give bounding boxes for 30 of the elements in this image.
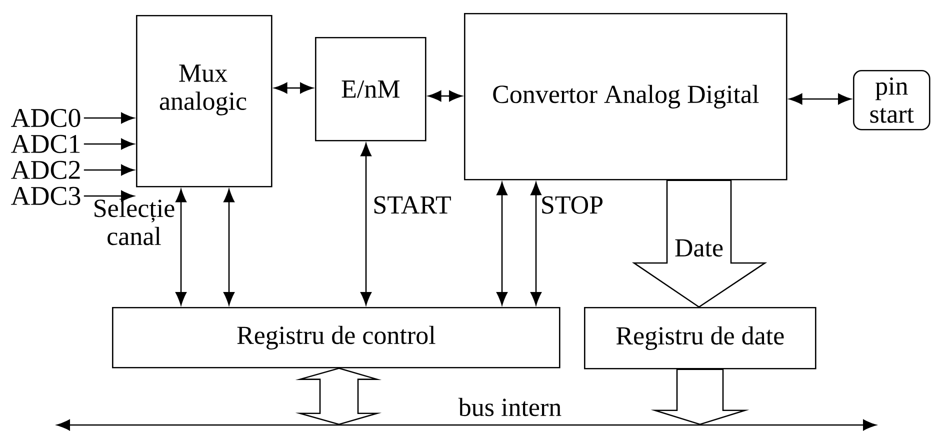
edge-label: Date [673,238,725,258]
input-label: ADC2 [11,160,80,180]
arrow [176,189,186,306]
input-label: ADC0 [11,108,80,128]
block-arrow [650,368,750,426]
edge-label: Selecție canal [94,198,174,246]
block-arrow [632,180,768,308]
arrow [84,190,134,202]
register-box: Registru de control [112,307,560,368]
process-box: E/nM [315,37,426,142]
arrow [84,164,134,176]
edge-label: STOP [539,195,605,215]
arrow [496,182,508,306]
arrow [274,82,314,94]
block-arrow [295,368,382,426]
input-label: ADC1 [11,134,80,154]
arrow [530,182,542,306]
edge-label: START [372,195,452,215]
bus-label: bus intern [458,398,562,416]
arrow [224,189,234,306]
arrow [360,143,372,306]
arrow [84,138,134,150]
register-box: Registru de date [584,307,816,370]
converter-box: Convertor Analog Digital [464,13,788,180]
pin-box: pin start [853,70,930,130]
mux-box: Mux analogic [136,15,272,188]
arrow [428,90,462,102]
arrow [789,94,852,104]
arrow [84,112,134,124]
input-label: ADC3 [11,186,80,206]
